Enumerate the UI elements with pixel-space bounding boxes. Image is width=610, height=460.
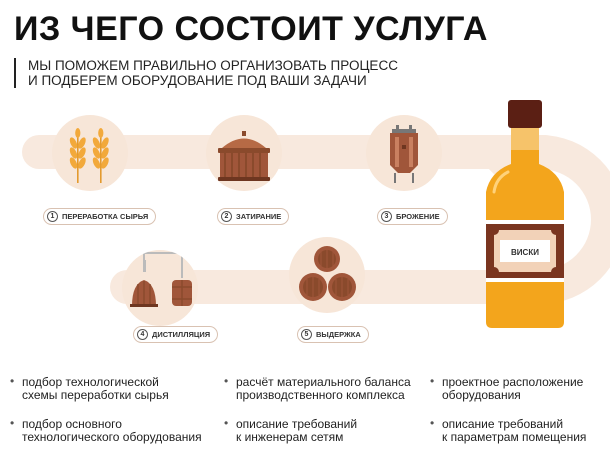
barrels-icon (299, 246, 356, 301)
bottle-label-text: ВИСКИ (511, 248, 539, 257)
step-4-text: ДИСТИЛЛЯЦИЯ (152, 330, 211, 339)
step-2-circle (206, 115, 282, 191)
step-2-label: 2 ЗАТИРАНИЕ (217, 208, 290, 225)
service-line: производственного комплекса (236, 388, 405, 402)
service-line: к параметрам помещения (442, 430, 587, 444)
page-subtitle: МЫ ПОМОЖЕМ ПРАВИЛЬНО ОРГАНИЗОВАТЬ ПРОЦЕС… (14, 58, 398, 88)
fermenter-icon (390, 125, 418, 183)
step-2-text: ЗАТИРАНИЕ (236, 212, 282, 221)
step-5-circle (289, 237, 365, 313)
service-line: подбор технологической (22, 375, 159, 389)
service-line: расчёт материального баланса (236, 375, 411, 389)
service-line: технологического оборудования (22, 430, 202, 444)
step-4-number: 4 (137, 329, 148, 340)
page-title: ИЗ ЧЕГО СОСТОИТ УСЛУГА (14, 10, 488, 48)
step-1-label: 1 ПЕРЕРАБОТКА СЫРЬЯ (43, 208, 157, 225)
service-item: подбор технологической схемы переработки… (10, 375, 169, 402)
service-line: описание требований (442, 417, 564, 431)
step-1-text: ПЕРЕРАБОТКА СЫРЬЯ (62, 212, 149, 221)
step-5-number: 5 (301, 329, 312, 340)
step-5-label: 5 ВЫДЕРЖКА (297, 326, 369, 343)
step-5-text: ВЫДЕРЖКА (316, 330, 361, 339)
service-line: подбор основного (22, 417, 122, 431)
subtitle-line-1: МЫ ПОМОЖЕМ ПРАВИЛЬНО ОРГАНИЗОВАТЬ ПРОЦЕС… (28, 58, 398, 73)
still-icon (130, 252, 192, 307)
step-3-label: 3 БРОЖЕНИЕ (377, 208, 448, 225)
service-line: описание требований (236, 417, 358, 431)
service-line: оборудования (442, 388, 521, 402)
bottle-icon: ВИСКИ (486, 100, 564, 328)
service-line: схемы переработки сырья (22, 388, 169, 402)
service-item: подбор основного технологического оборуд… (10, 417, 202, 444)
service-line: проектное расположение (442, 375, 584, 389)
service-line: к инженерам сетям (236, 430, 344, 444)
service-item: описание требований к параметрам помещен… (430, 417, 587, 444)
step-4-circle (122, 250, 198, 326)
subtitle-line-2: И ПОДБЕРЕМ ОБОРУДОВАНИЕ ПОД ВАШИ ЗАДАЧИ (28, 73, 367, 88)
step-2-number: 2 (221, 211, 232, 222)
wheat-icon (69, 128, 109, 183)
step-1-number: 1 (47, 211, 58, 222)
mash-tun-icon (218, 131, 270, 181)
service-item: описание требований к инженерам сетям (224, 417, 358, 444)
service-item: расчёт материального баланса производств… (224, 375, 411, 402)
step-4-label: 4 ДИСТИЛЛЯЦИЯ (133, 326, 219, 343)
whisky-bottle: ВИСКИ (480, 100, 570, 335)
step-3-text: БРОЖЕНИЕ (396, 212, 440, 221)
service-item: проектное расположение оборудования (430, 375, 584, 402)
step-3-circle (366, 115, 442, 191)
step-1-circle (52, 115, 128, 191)
step-3-number: 3 (381, 211, 392, 222)
